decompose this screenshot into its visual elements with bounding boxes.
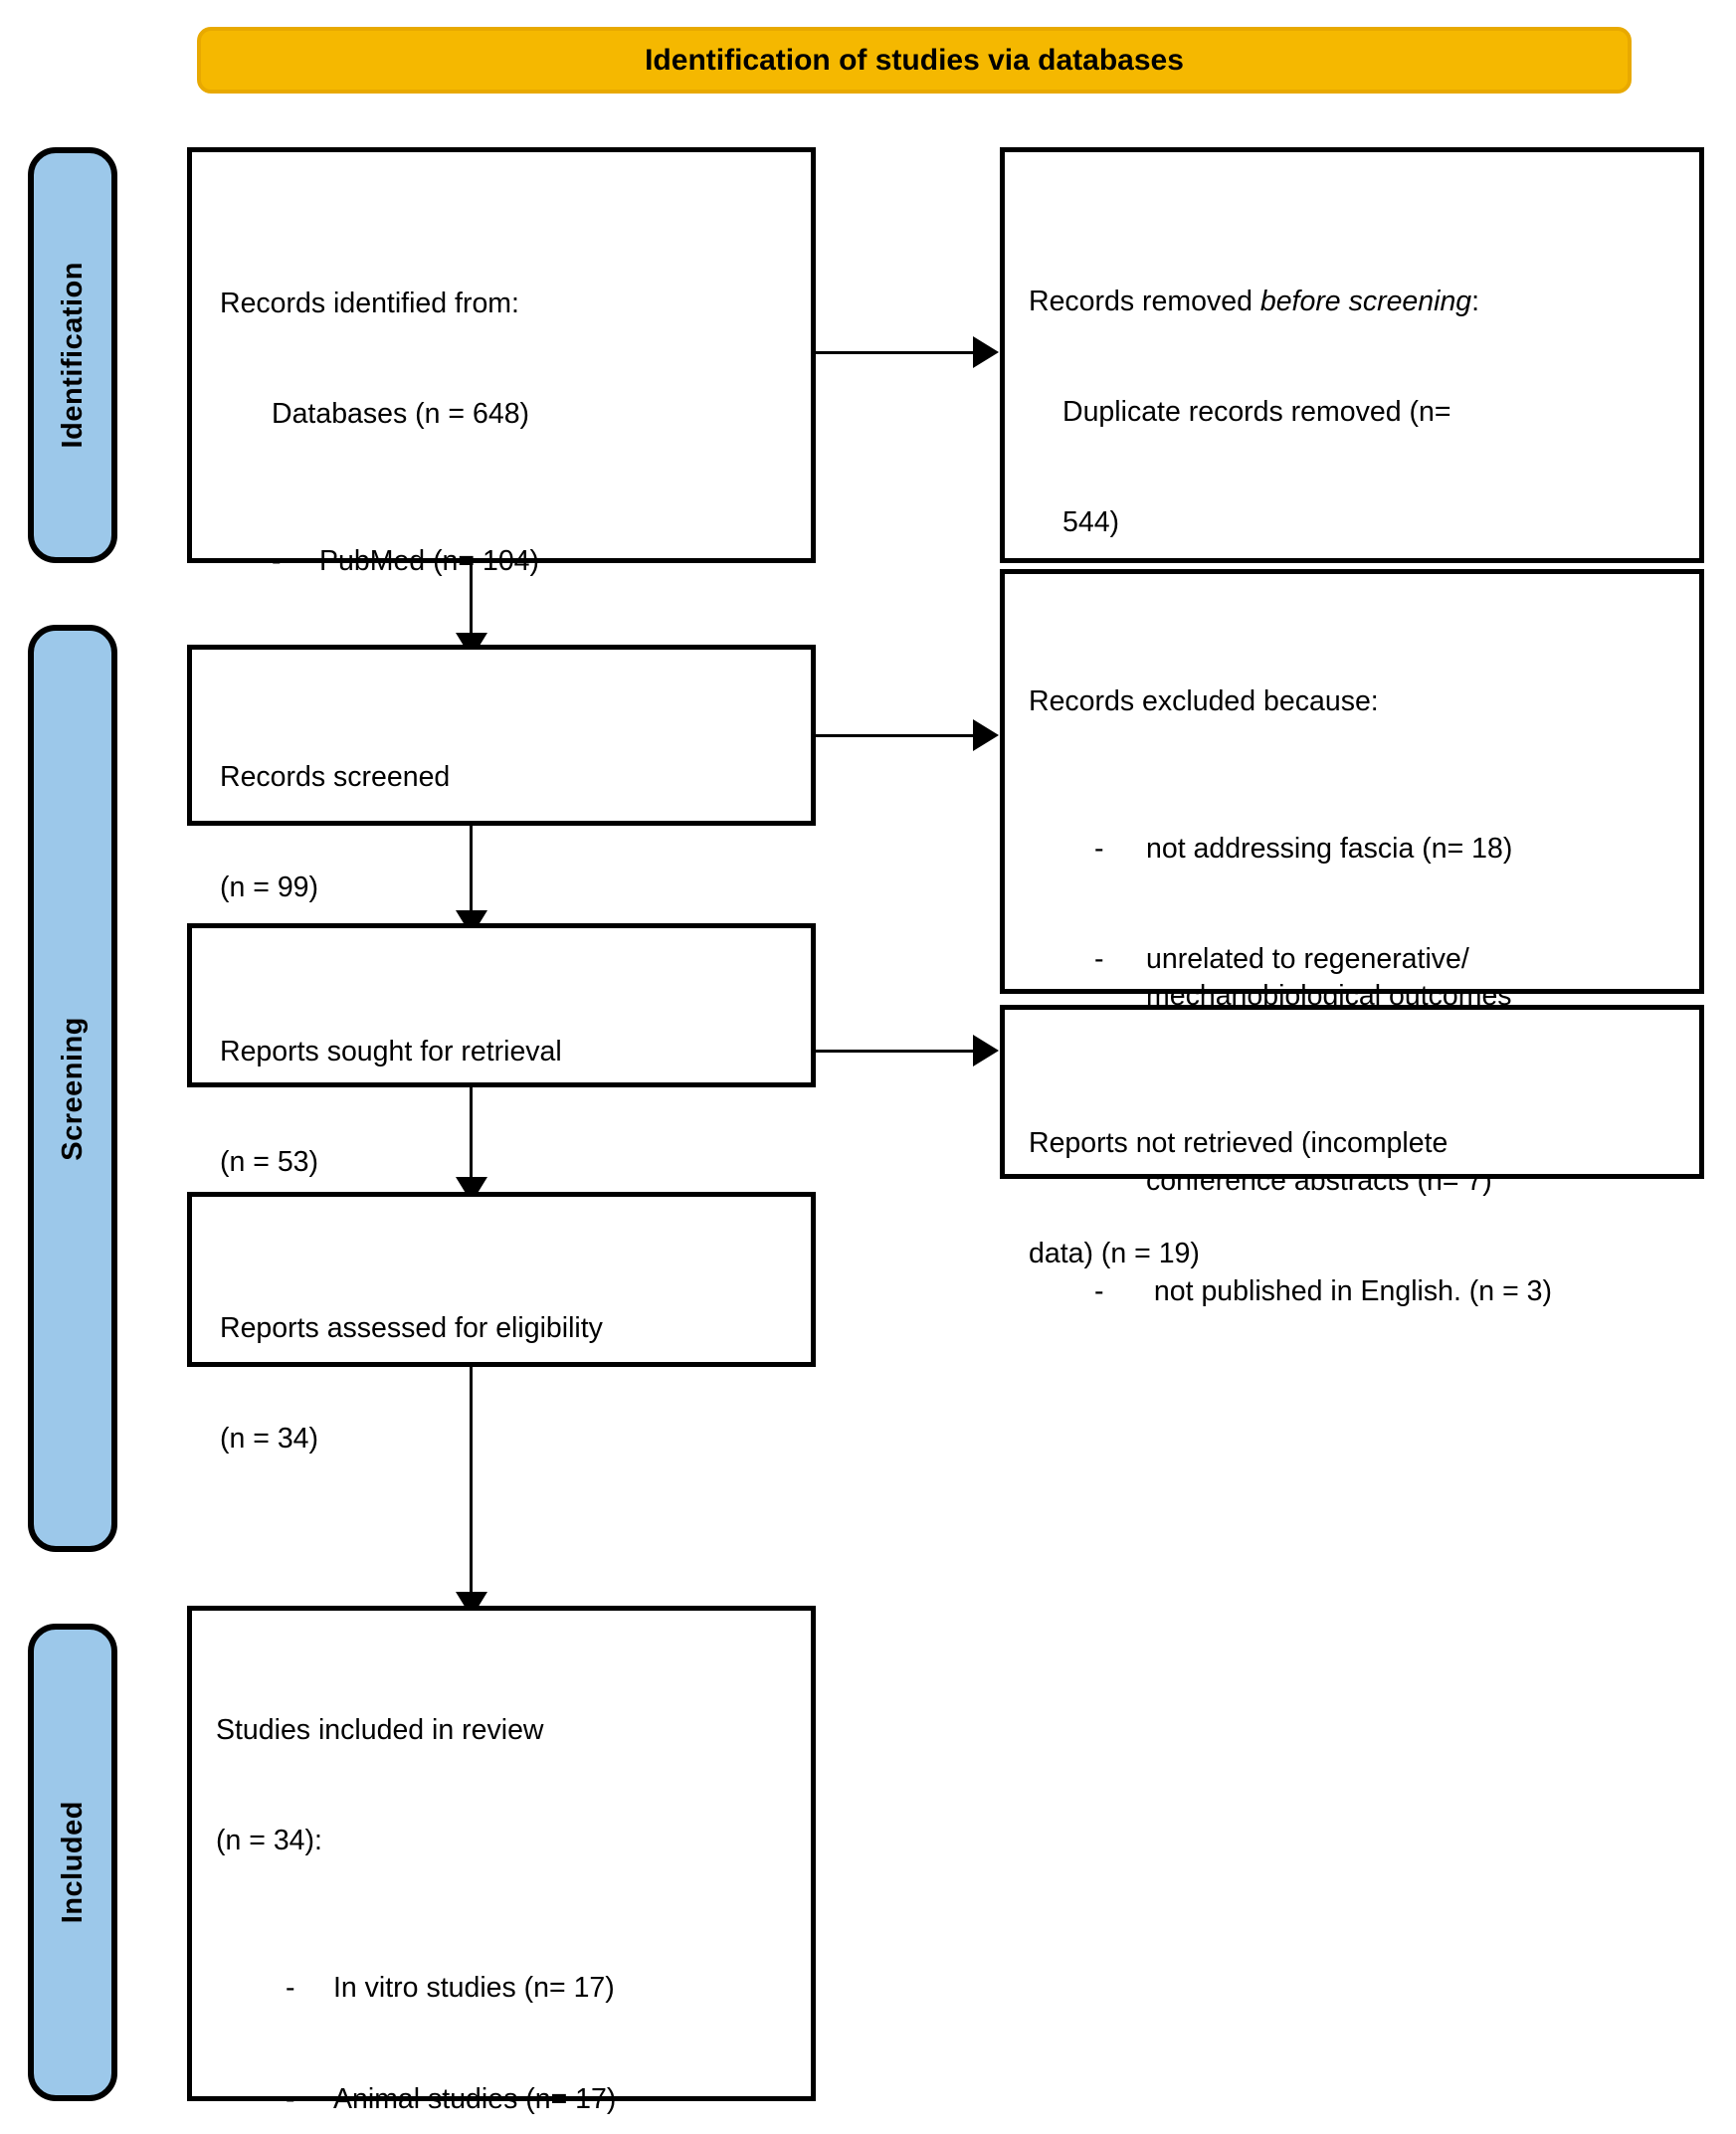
list-item: - In vitro studies (n= 17) (216, 1970, 797, 2007)
studies-included-animal: Animal studies (n= 17) (333, 2082, 617, 2115)
records-identified-databases: Databases (n = 648) (272, 398, 530, 431)
list-item: - not published in English. (n = 3) (1029, 1273, 1685, 1310)
reports-not-retrieved-line-2: data) (n = 19) (1029, 1238, 1200, 1270)
box-records-excluded: Records excluded because: - not addressi… (1000, 569, 1704, 1307)
connector-screened-to-sought (470, 825, 473, 924)
connector-screened-to-excluded (816, 734, 975, 737)
box-records-removed: Records removed before screening: Duplic… (1000, 147, 1704, 871)
records-removed-line-2: 544) (1062, 506, 1120, 539)
records-excluded-reason-fascia: not addressing fascia (n= 18) (1146, 833, 1513, 866)
box-reports-sought: Reports sought for retrieval (n = 53) (187, 923, 816, 1178)
records-identified-bullet-pubmed: PubMed (n= 104) (319, 545, 540, 578)
records-removed-lead: Records removed (1029, 286, 1260, 318)
arrowhead-sought-to-not-retrieved (973, 1035, 999, 1067)
box-reports-assessed: Reports assessed for eligibility (n = 34… (187, 1192, 816, 1455)
reports-assessed-count: (n = 34) (220, 1423, 319, 1455)
studies-included-label: Studies included in review (216, 1714, 544, 1747)
records-identified-title: Records identified from: (220, 288, 519, 320)
arrowhead-screened-to-excluded (973, 719, 999, 751)
phase-bar-screening: Screening (28, 625, 117, 1552)
studies-included-count: (n = 34): (216, 1825, 322, 1857)
bullet-dash-icon: - (1094, 1274, 1104, 1307)
reports-assessed-label: Reports assessed for eligibility (220, 1312, 603, 1345)
box-reports-not-retrieved: Reports not retrieved (incomplete data) … (1000, 1005, 1704, 1269)
list-item: - PubMed (n= 104) (220, 543, 797, 580)
records-screened-count: (n = 99) (220, 872, 319, 904)
records-removed-title: Records removed before screening: (1029, 284, 1685, 320)
phase-label-screening: Screening (56, 1016, 89, 1161)
reports-not-retrieved-line-1: Reports not retrieved (incomplete (1029, 1127, 1448, 1160)
records-screened-label: Records screened (220, 761, 451, 794)
records-removed-lead-italic: before screening (1259, 286, 1472, 318)
bullet-dash-icon: - (286, 1972, 295, 2005)
box-studies-included: Studies included in review (n = 34): - I… (187, 1606, 816, 2115)
connector-identified-to-screened (470, 562, 473, 645)
bullet-dash-icon: - (272, 545, 282, 578)
list-item: - Animal studies (n= 17) (216, 2081, 797, 2118)
records-excluded-title: Records excluded because: (1029, 685, 1379, 718)
bullet-dash-icon: - (1094, 943, 1104, 976)
connector-assessed-to-included (470, 1367, 473, 1607)
records-removed-line-1: Duplicate records removed (n= (1062, 396, 1451, 429)
connector-sought-to-assessed (470, 1086, 473, 1193)
arrowhead-identified-to-removed (973, 336, 999, 368)
studies-included-in-vitro: In vitro studies (n= 17) (333, 1972, 615, 2005)
bullet-dash-icon: - (1094, 833, 1104, 866)
phase-label-included: Included (56, 1801, 89, 1924)
connector-sought-to-not-retrieved (816, 1050, 975, 1053)
records-excluded-reason-language: not published in English. (n = 3) (1146, 1274, 1552, 1307)
records-removed-lead-tail: : (1471, 286, 1480, 318)
page-title: Identification of studies via databases (645, 43, 1184, 77)
bullet-dash-icon: - (286, 2082, 295, 2115)
phase-bar-included: Included (28, 1624, 117, 2101)
phase-label-identification: Identification (56, 262, 89, 449)
box-records-screened: Records screened (n = 99) (187, 645, 816, 903)
reports-sought-count: (n = 53) (220, 1146, 319, 1179)
phase-bar-identification: Identification (28, 147, 117, 563)
box-records-identified: Records identified from: Databases (n = … (187, 147, 816, 799)
diagram-header-banner: Identification of studies via databases (197, 27, 1632, 94)
list-item: - not addressing fascia (n= 18) (1029, 831, 1685, 868)
reports-sought-label: Reports sought for retrieval (220, 1036, 562, 1068)
